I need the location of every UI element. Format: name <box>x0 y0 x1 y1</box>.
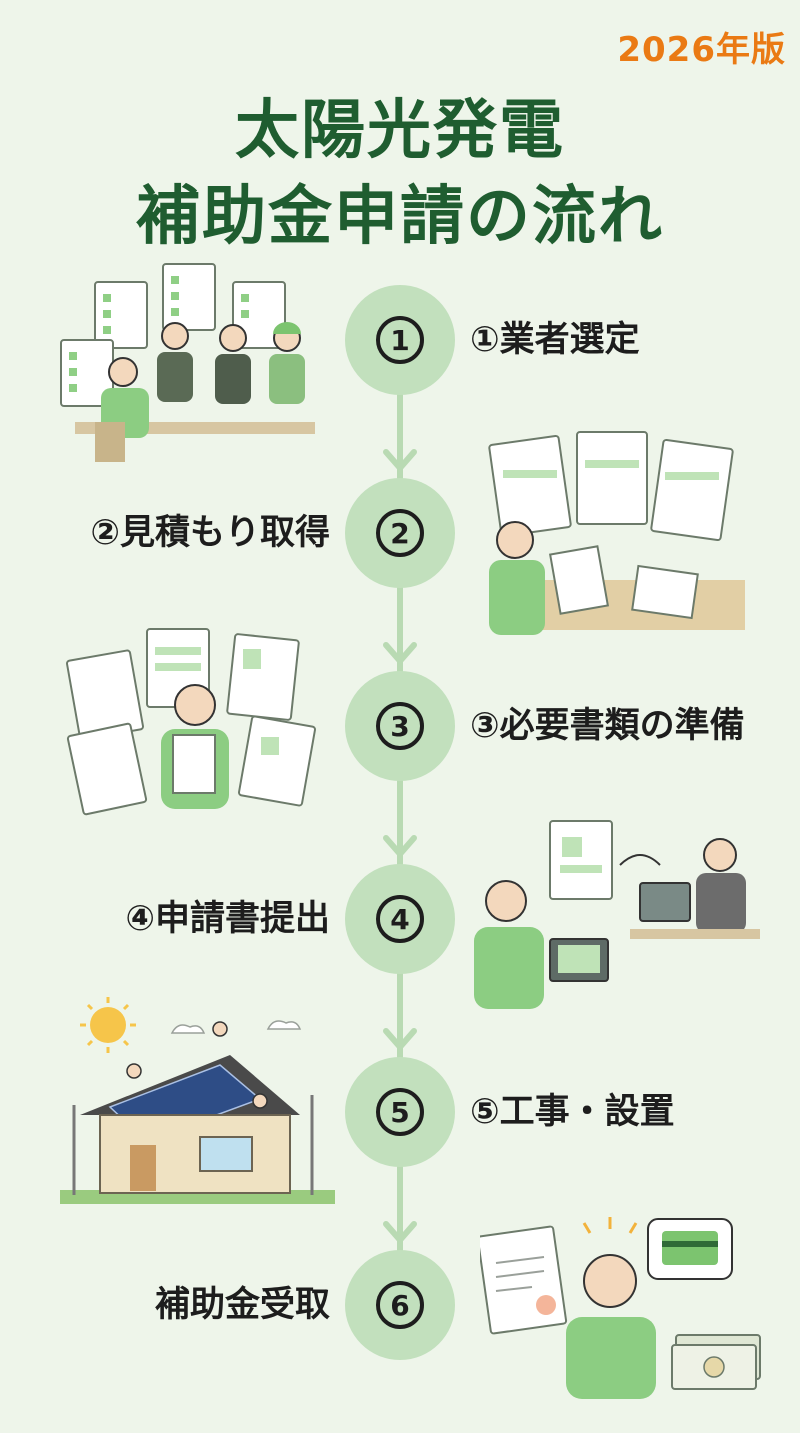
step-label-5: ⑤工事・設置 <box>470 1092 675 1132</box>
quote-documents-illustration <box>488 431 745 635</box>
solar-installation-illustration <box>60 997 335 1204</box>
sun-icon <box>80 997 136 1053</box>
document-preparation-illustration <box>66 628 316 816</box>
step-number: 2 <box>376 509 424 557</box>
title-line-2: 補助金申請の流れ <box>136 180 664 254</box>
banknote-icon <box>671 1334 761 1390</box>
step-number: 1 <box>376 316 424 364</box>
arrow-down-icon <box>383 835 417 857</box>
step-label-6: 補助金受取 <box>154 1285 330 1325</box>
step-circle-1: 1 <box>345 285 455 395</box>
step-number: 5 <box>376 1088 424 1136</box>
step-circle-3: 3 <box>345 671 455 781</box>
arrow-down-icon <box>383 642 417 664</box>
contractor-selection-illustration <box>60 263 315 462</box>
step-number: 3 <box>376 702 424 750</box>
online-submission-illustration <box>474 820 760 1009</box>
page-title: 太陽光発電 補助金申請の流れ <box>0 88 800 260</box>
step-circle-6: 6 <box>345 1250 455 1360</box>
step-label-3: ③必要書類の準備 <box>470 706 745 746</box>
arrow-down-icon <box>383 1028 417 1050</box>
step-label-1: ①業者選定 <box>470 320 640 360</box>
edition-badge: 2026年版 <box>617 30 786 70</box>
step-circle-5: 5 <box>345 1057 455 1167</box>
step-label-2: ②見積もり取得 <box>90 513 330 553</box>
step-number: 6 <box>376 1281 424 1329</box>
arrow-down-icon <box>383 1221 417 1243</box>
step-circle-2: 2 <box>345 478 455 588</box>
arrow-down-icon <box>383 449 417 471</box>
subsidy-receipt-illustration <box>480 1217 761 1399</box>
step-circle-4: 4 <box>345 864 455 974</box>
step-number: 4 <box>376 895 424 943</box>
title-line-1: 太陽光発電 <box>235 94 565 168</box>
step-label-4: ④申請書提出 <box>125 899 330 939</box>
